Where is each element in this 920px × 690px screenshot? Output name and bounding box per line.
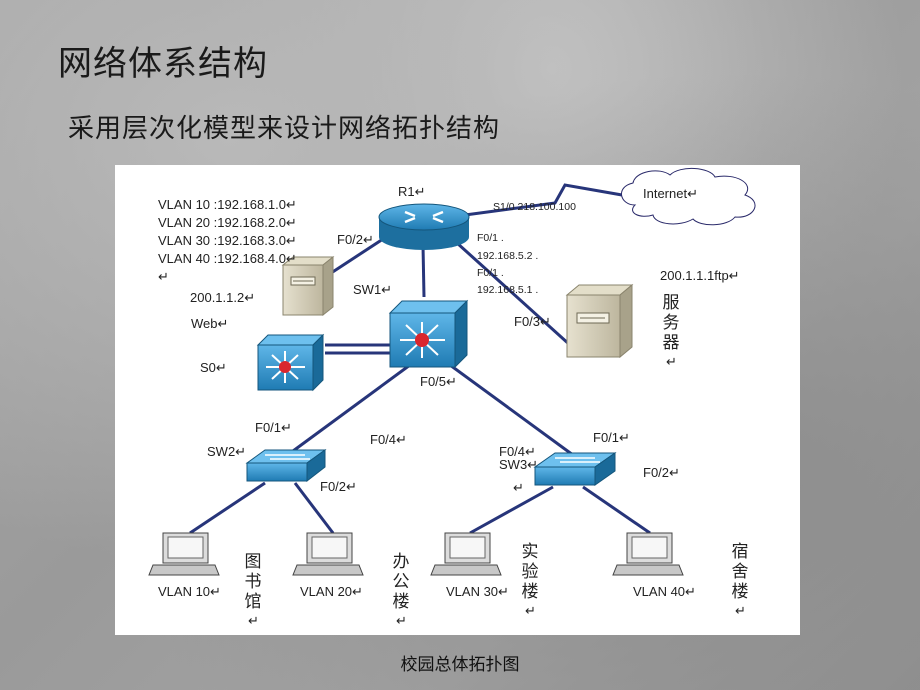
pc2-vlan-label: VLAN 20↵ [300,584,363,599]
topology-graphics [148,168,756,576]
sw1-ip-51-label: 192.168.5.1 . [477,284,539,296]
sw1-f05-label: F0/5↵ [420,374,457,389]
diagram-caption: 校园总体拓扑图 [400,655,520,675]
pc2-building-label: 办公楼 [392,552,410,612]
sw3-switch-icon [533,452,617,486]
slide-subtitle: 采用层次化模型来设计网络拓扑结构 [68,114,501,144]
sw2-f01-label: F0/1↵ [255,420,292,435]
ftp-server-end-mark: ↵ [666,354,677,369]
link-sw1-sw3 [449,363,574,457]
sw2-label: SW2↵ [207,444,247,459]
router-label: R1↵ [398,184,426,199]
sw3-label: SW3↵ [499,457,539,472]
sw1-label: SW1↵ [353,282,393,297]
sw2-f02-label: F0/2↵ [320,479,357,494]
vlan-list-end-mark: ↵ [158,269,169,284]
link-sw3-pc3 [469,485,554,535]
vlan20-subnet-label: VLAN 20 :192.168.2.0↵ [158,215,297,230]
link-r1-ftp [455,241,572,347]
sw1-f01-label: F0/1 . [477,267,504,279]
pc-icon-4 [612,532,684,576]
pc4-vlan-label: VLAN 40↵ [633,584,696,599]
link-sw2-pc2 [293,482,335,534]
web-server-icon [281,255,335,317]
internet-label: Internet↵ [643,186,698,201]
sw2-switch-icon [245,449,327,483]
link-r1-sw1 [421,244,426,298]
s0-label: S0↵ [200,360,227,375]
ftp-server-name-label: 服务器 [662,293,680,353]
link-r1-internet [464,183,646,217]
web-server-name-label: Web↵ [191,316,229,331]
sw3-f04-label: F0/4↵ [499,444,536,459]
router-icon [378,203,470,250]
slide-title: 网络体系结构 [58,44,268,84]
pc4-end-mark: ↵ [735,603,746,618]
ftp-server-ip-label: 200.1.1.1ftp↵ [660,268,740,283]
cloud-icon [621,168,756,226]
link-r1-web [324,237,384,279]
vlan10-subnet-label: VLAN 10 :192.168.1.0↵ [158,197,297,212]
pc1-end-mark: ↵ [248,613,259,628]
pc4-building-label: 宿舍楼 [731,542,749,602]
vlan30-subnet-label: VLAN 30 :192.168.3.0↵ [158,233,297,248]
pc-icon-2 [292,532,364,576]
links [189,183,651,535]
sw1-switch-icon [388,299,469,369]
router-f02-label: F0/2↵ [337,232,374,247]
router-ip-52-label: 192.168.5.2 . [477,250,539,262]
pc3-end-mark: ↵ [525,603,536,618]
web-server-ip-label: 200.1.1.2↵ [190,290,256,305]
s0-switch-icon [256,333,325,392]
pc1-building-label: 图书馆 [244,552,262,612]
router-s10-label: S1/0 218.100.100 [493,201,576,213]
router-f01-label: F0/1 . [477,232,504,244]
link-sw1-sw2 [292,363,411,453]
link-sw3-pc4 [582,485,651,535]
network-topology-diagram: VLAN 10 :192.168.1.0↵ VLAN 20 :192.168.2… [115,165,800,635]
pc1-vlan-label: VLAN 10↵ [158,584,221,599]
pc-icon-1 [148,532,220,576]
sw3-f02-label: F0/2↵ [643,465,680,480]
pc-icon-3 [430,532,502,576]
pc3-vlan-label: VLAN 30↵ [446,584,509,599]
vlan40-subnet-label: VLAN 40 :192.168.4.0↵ [158,251,297,266]
ftp-server-icon [565,283,634,359]
pc3-building-label: 实验楼 [521,542,539,602]
sw3-f01-label: F0/1↵ [593,430,630,445]
sw3-end-mark: ↵ [513,480,524,495]
ftp-server-f03-label: F0/3↵ [514,314,551,329]
pc2-end-mark: ↵ [396,613,407,628]
link-sw2-pc1 [189,481,266,535]
sw2-f04-label: F0/4↵ [370,432,407,447]
